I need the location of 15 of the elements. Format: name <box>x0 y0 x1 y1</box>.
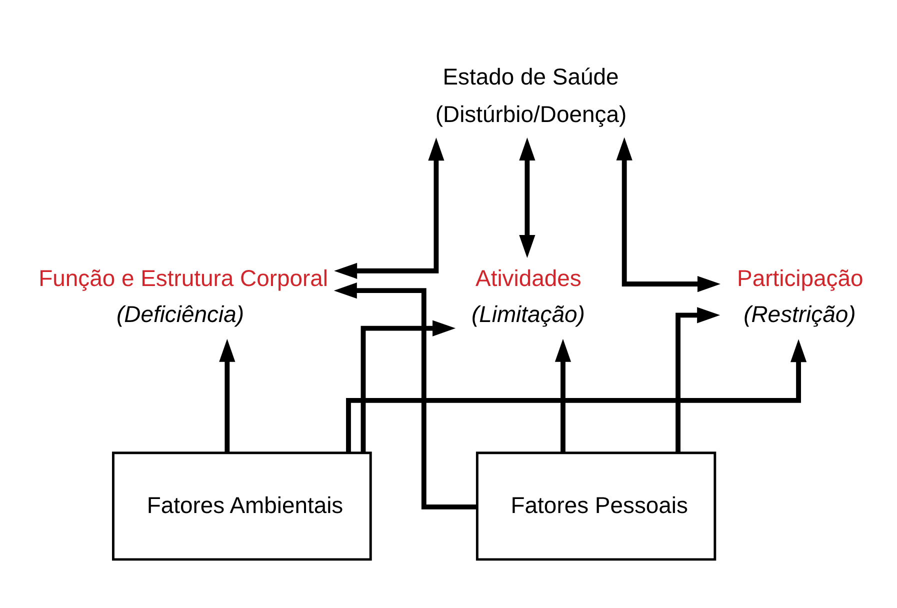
node-text: Função e Estrutura Corporal (Deficiência) <box>38 264 328 327</box>
arrow <box>219 338 236 452</box>
arrow <box>519 136 536 258</box>
arrow <box>554 338 572 452</box>
arrow <box>676 306 720 452</box>
arrow <box>334 137 444 278</box>
arrow <box>616 136 720 292</box>
node-text: Estado de Saúde (Distúrbio/Doença) <box>435 62 627 127</box>
node-box: Fatores Ambientais <box>112 451 372 560</box>
node-text: Participação (Restrição) <box>737 264 864 327</box>
node-box: Fatores Pessoais <box>476 451 716 560</box>
node-text: Atividades (Limitação) <box>471 264 585 327</box>
arrow <box>360 320 456 452</box>
arrow <box>334 282 477 509</box>
arrow <box>346 338 807 452</box>
